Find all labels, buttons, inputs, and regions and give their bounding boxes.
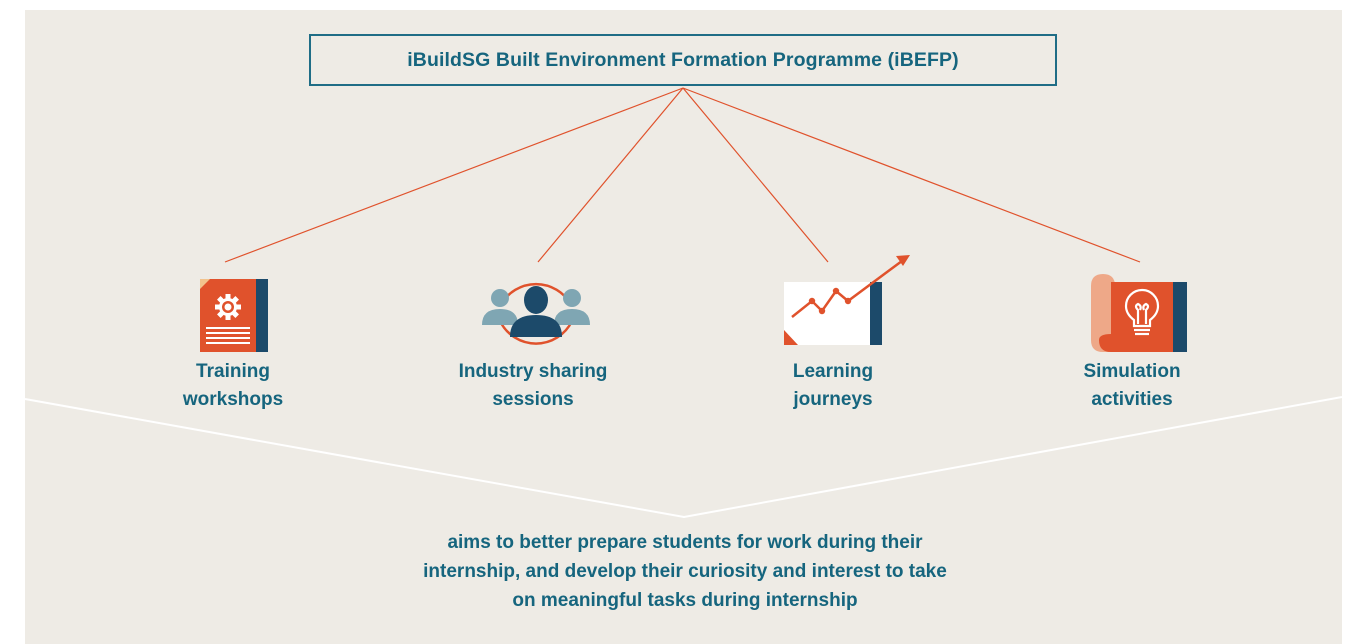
connector-line-training (224, 87, 684, 263)
people-group-icon (482, 282, 590, 345)
trend-chart-icon (784, 255, 910, 345)
node-label-simulation-activities: Simulation activities (1012, 358, 1252, 414)
summary-line: aims to better prepare students for work… (447, 532, 923, 553)
node-label-line: sessions (492, 389, 574, 410)
programme-aim-summary: aims to better prepare students for work… (300, 528, 1070, 615)
node-label-line: Training (196, 361, 270, 382)
node-label-line: Learning (792, 361, 874, 382)
document-gear-icon (200, 279, 268, 352)
summary-line: internship, and develop their curiosity … (423, 561, 947, 582)
node-label-line: Industry sharing (458, 361, 608, 382)
connector-line-learning (682, 87, 829, 263)
programme-title-box: iBuildSG Built Environment Formation Pro… (309, 34, 1057, 86)
connector-line-simulation (682, 87, 1141, 263)
node-label-line: activities (1091, 389, 1173, 410)
node-label-line: Simulation (1083, 361, 1181, 382)
funnel-divider (24, 396, 1343, 519)
summary-line: on meaningful tasks during internship (512, 590, 858, 611)
node-label-line: workshops (182, 389, 284, 410)
node-label-training-workshops: Training workshops (113, 358, 353, 414)
connector-line-industry (537, 87, 684, 263)
node-label-industry-sharing-sessions: Industry sharing sessions (413, 358, 653, 414)
lightbulb-scroll-icon (1091, 274, 1187, 352)
node-label-learning-journeys: Learning journeys (713, 358, 953, 414)
node-label-line: journeys (793, 389, 873, 410)
programme-title: iBuildSG Built Environment Formation Pro… (407, 48, 959, 71)
